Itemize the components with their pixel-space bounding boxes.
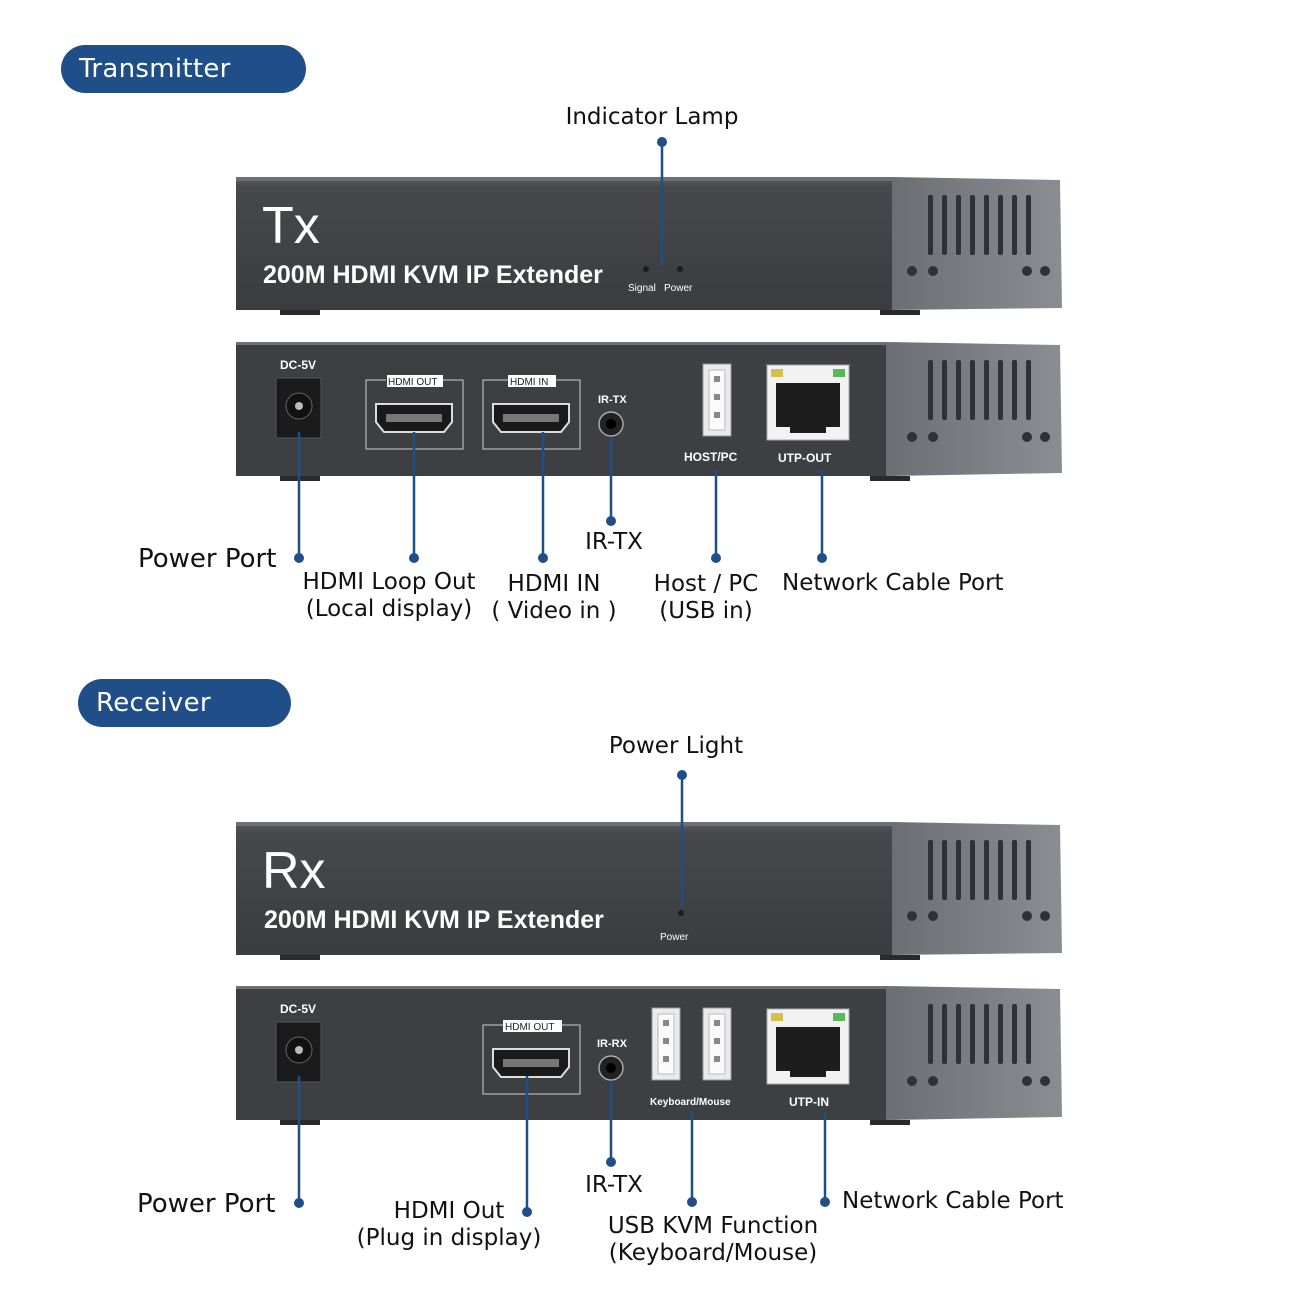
- tx-callout-ir: IR-TX: [585, 529, 643, 555]
- rx-ir-label: IR-RX: [597, 1038, 628, 1050]
- tx-host-label: HOST/PC: [684, 450, 738, 464]
- tx-rear-panel: DC-5V HDMI OUT HDMI IN IR-TX HOST/PC UTP…: [236, 342, 1062, 481]
- tx-callout-host-1: Host / PC: [653, 571, 759, 597]
- rx-front-panel: Rx 200M HDMI KVM IP Extender Power: [236, 822, 1062, 960]
- rx-power-label: Power: [660, 932, 689, 943]
- tx-utp-label: UTP-OUT: [778, 451, 832, 465]
- rx-callout-usb-1: USB KVM Function: [607, 1213, 819, 1239]
- tx-signal-led: [643, 266, 649, 272]
- rx-callout-ir: IR-TX: [585, 1172, 643, 1198]
- rx-callout-hdmi-out-1: HDMI Out: [393, 1198, 505, 1224]
- rx-rear-panel: DC-5V HDMI OUT IR-RX Keyboard/Mouse UTP-…: [236, 986, 1062, 1125]
- tx-signal-label: Signal: [628, 283, 656, 294]
- tx-power-led: [677, 266, 683, 272]
- tx-callout-host: Host / PC (USB in): [648, 571, 764, 625]
- rx-hdmi-out-label: HDMI OUT: [505, 1022, 554, 1033]
- rx-leaders: [294, 770, 830, 1217]
- rx-model: 200M HDMI KVM IP Extender: [264, 906, 604, 934]
- rx-callout-hdmi-out-2: (Plug in display): [356, 1225, 542, 1251]
- tx-callout-hdmi-in-2: ( Video in ): [491, 598, 617, 624]
- tx-power-label: Power: [664, 283, 693, 294]
- callout-power-light: Power Light: [608, 733, 744, 759]
- tx-hdmi-out-label: HDMI OUT: [388, 377, 437, 388]
- tx-callout-hdmi-loop-1: HDMI Loop Out: [302, 569, 476, 595]
- transmitter-badge: Transmitter (TX): [61, 45, 306, 132]
- rx-power-led: [678, 910, 684, 916]
- tx-callout-hdmi-loop-2: (Local display): [305, 596, 473, 622]
- tx-callout-network: Network Cable Port: [782, 570, 1004, 596]
- rx-dc-label: DC-5V: [280, 1002, 316, 1016]
- tx-leaders: [294, 137, 827, 563]
- tx-ir-label: IR-TX: [598, 394, 627, 406]
- rx-callout-hdmi-out: HDMI Out (Plug in display): [356, 1198, 542, 1252]
- receiver-diagram: Rx 200M HDMI KVM IP Extender Power DC-5V…: [236, 770, 1062, 1217]
- tx-callout-power-port: Power Port: [138, 544, 277, 574]
- receiver-badge: Receiver (RX): [78, 679, 291, 766]
- tx-callout-host-2: (USB in): [659, 598, 753, 624]
- tx-dc-label: DC-5V: [280, 358, 316, 372]
- rx-callout-usb: USB KVM Function (Keyboard/Mouse): [603, 1213, 823, 1267]
- tx-callout-hdmi-loop: HDMI Loop Out (Local display): [298, 569, 480, 623]
- tx-front-vents: [928, 195, 1031, 255]
- tx-front-panel: Tx 200M HDMI KVM IP Extender Signal Powe…: [236, 177, 1062, 315]
- tx-callout-hdmi-in: HDMI IN ( Video in ): [490, 571, 618, 625]
- rx-kbm-label: Keyboard/Mouse: [650, 1097, 731, 1108]
- tx-logo: Tx: [262, 197, 320, 255]
- tx-model: 200M HDMI KVM IP Extender: [263, 261, 603, 289]
- tx-callout-hdmi-in-1: HDMI IN: [507, 571, 601, 597]
- rx-callout-usb-2: (Keyboard/Mouse): [608, 1240, 818, 1266]
- tx-hdmi-in-label: HDMI IN: [510, 377, 548, 388]
- rx-logo: Rx: [262, 842, 326, 900]
- rx-callout-power-port: Power Port: [137, 1189, 276, 1219]
- callout-indicator-lamp: Indicator Lamp: [565, 104, 739, 130]
- transmitter-diagram: Tx 200M HDMI KVM IP Extender Signal Powe…: [236, 137, 1062, 563]
- rx-utp-label: UTP-IN: [789, 1095, 829, 1109]
- rx-callout-network: Network Cable Port: [842, 1188, 1064, 1214]
